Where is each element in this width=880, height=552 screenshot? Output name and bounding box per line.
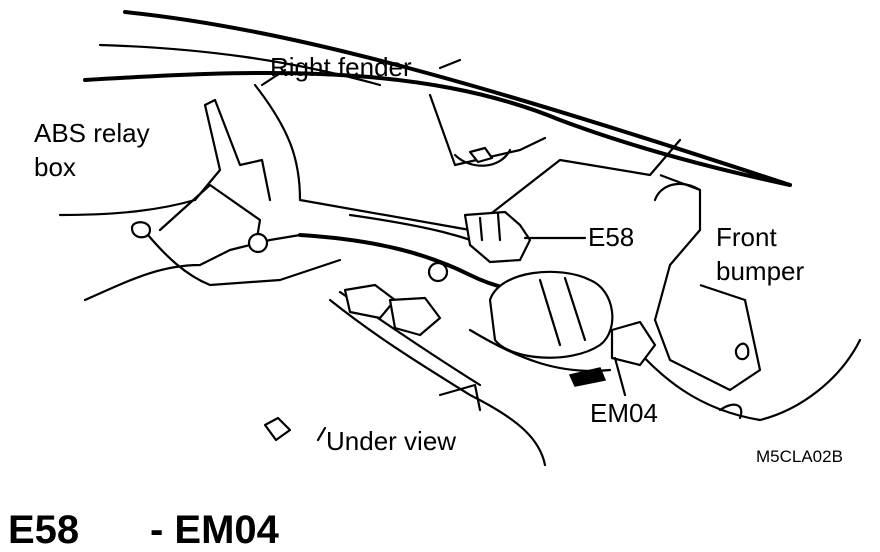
label-abs-relay-box-line1: ABS relay (34, 118, 150, 148)
e58-connector-detail (478, 212, 502, 242)
under-view-leader (316, 426, 327, 442)
fender-inner-line (98, 43, 382, 87)
bracket-line (453, 148, 512, 167)
abs-bracket (146, 233, 342, 287)
fender-leader-line (260, 68, 287, 87)
caption-connector-b: - EM04 (150, 508, 279, 552)
label-front-bumper-line1: Front (716, 222, 777, 252)
under-view-arrow (263, 416, 292, 442)
label-under-view: Under view (326, 426, 457, 456)
harness-clip-line (438, 383, 482, 412)
front-bumper-lower (618, 328, 862, 422)
hood-edge-line (123, 10, 792, 187)
bumper-clip (734, 342, 750, 361)
abs-mount-bolt (130, 221, 152, 239)
label-front-bumper-line2: bumper (716, 256, 805, 286)
diagram-illustration (58, 10, 862, 467)
label-e58: E58 (588, 222, 635, 252)
mount-bolt-2 (247, 232, 269, 254)
inner-panel-outline (253, 83, 682, 232)
caption-connector-a: E58 (8, 508, 80, 552)
figure-code: M5CLA02B (756, 447, 843, 466)
label-em04: EM04 (590, 398, 658, 428)
front-bumper-face (653, 182, 702, 202)
abs-bracket-2 (158, 183, 262, 252)
bracket-tab (468, 146, 494, 164)
harness-under (328, 298, 547, 467)
inline-connector-a (343, 283, 397, 320)
em04-leader (613, 356, 627, 397)
label-abs-relay-box-line2: box (34, 152, 76, 182)
label-right-fender: Right fender (270, 52, 412, 82)
mount-bolt-3 (427, 261, 449, 283)
wheel-arch-edge (718, 403, 743, 420)
inline-connector-b (388, 296, 442, 337)
fender-top-line (83, 70, 792, 187)
em04-wire-clip (568, 367, 607, 387)
abs-relay-box-body (58, 98, 272, 217)
abs-relay-box-lower (83, 233, 302, 302)
em04-connector (610, 320, 657, 367)
fender-leader-line-2 (438, 58, 462, 70)
front-bumper-housing (653, 173, 762, 392)
actuator-ribs (538, 276, 587, 347)
